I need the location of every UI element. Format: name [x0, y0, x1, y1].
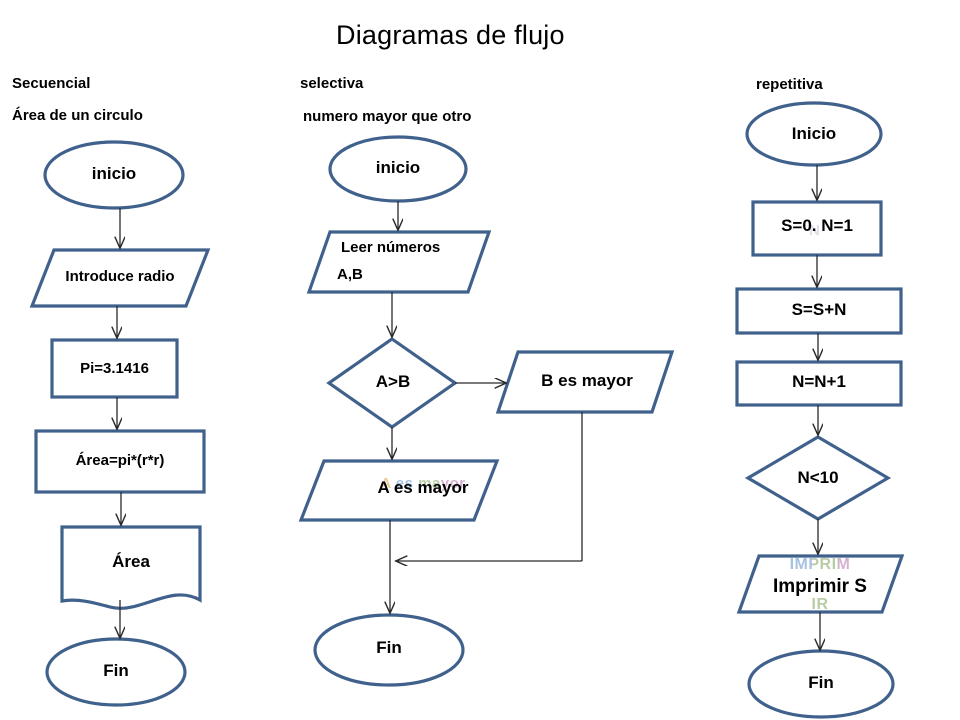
column-subheading-selectiva: numero mayor que otro — [303, 108, 472, 125]
node-c2-cond-label: A>B — [375, 372, 411, 391]
column-subheading-secuencial: Área de un circulo — [12, 107, 143, 124]
column-heading-secuencial: Secuencial — [12, 75, 91, 92]
node-c3-cond-label: N<10 — [797, 468, 839, 487]
node-c1-inicio-label: inicio — [91, 164, 137, 183]
node-c1-area-label: Área=pi*(r*r) — [75, 452, 165, 469]
column-heading-repetitiva: repetitiva — [756, 76, 823, 93]
node-c2-fin-label: Fin — [376, 638, 402, 657]
node-c3-imprimir-shape — [736, 554, 905, 614]
node-c1-radio-label: Introduce radio — [65, 268, 175, 285]
node-c3-inicio-shape — [745, 101, 883, 167]
node-c3-fin-label: Fin — [808, 673, 834, 692]
node-c3-suma-label: S=S+N — [791, 300, 847, 319]
page-title: Diagramas de flujo — [336, 20, 565, 50]
node-c2-leer-shape — [306, 230, 492, 294]
node-c3-incr-label: N=N+1 — [792, 372, 846, 391]
node-c3-imprimir-ghost-label-bottom: IR — [745, 596, 895, 614]
node-c3-init-ghost-label: N — [809, 222, 821, 239]
node-c1-salida-shape — [60, 525, 202, 610]
node-c1-area-shape — [34, 429, 206, 494]
node-c1-pi-label: Pi=3.1416 — [80, 360, 149, 377]
node-c2-bmayor-shape — [495, 350, 675, 414]
node-c2-amayor-label: A es mayor — [377, 478, 469, 497]
node-c2-inicio-label: inicio — [375, 158, 421, 177]
node-c3-suma-shape — [735, 287, 903, 335]
node-c2-bmayor-label: B es mayor — [541, 371, 633, 390]
node-c1-fin-label: Fin — [103, 661, 129, 680]
node-c1-salida-label: Área — [112, 552, 150, 571]
node-c2-amayor-ghost-label: A es mayor — [348, 475, 498, 492]
node-c3-imprimir-ghost-label-top: IMPRIM — [745, 556, 895, 574]
node-c3-imprimir-label: Imprimir S — [773, 576, 867, 597]
node-c2-fin-shape — [313, 613, 465, 687]
node-c2-leer-label-line1: Leer números — [341, 239, 441, 256]
node-c1-pi-shape — [50, 338, 179, 399]
node-c3-init-label: S=0. N=1 — [781, 216, 853, 235]
node-c3-incr-shape — [735, 360, 903, 407]
node-c2-amayor-shape — [298, 459, 500, 522]
node-c2-leer-label-line2: A,B — [337, 266, 363, 283]
node-c1-radio-shape — [29, 248, 211, 308]
node-c1-inicio-shape — [43, 140, 185, 210]
column-heading-selectiva: selectiva — [300, 75, 364, 92]
node-c3-inicio-label: Inicio — [791, 124, 837, 143]
